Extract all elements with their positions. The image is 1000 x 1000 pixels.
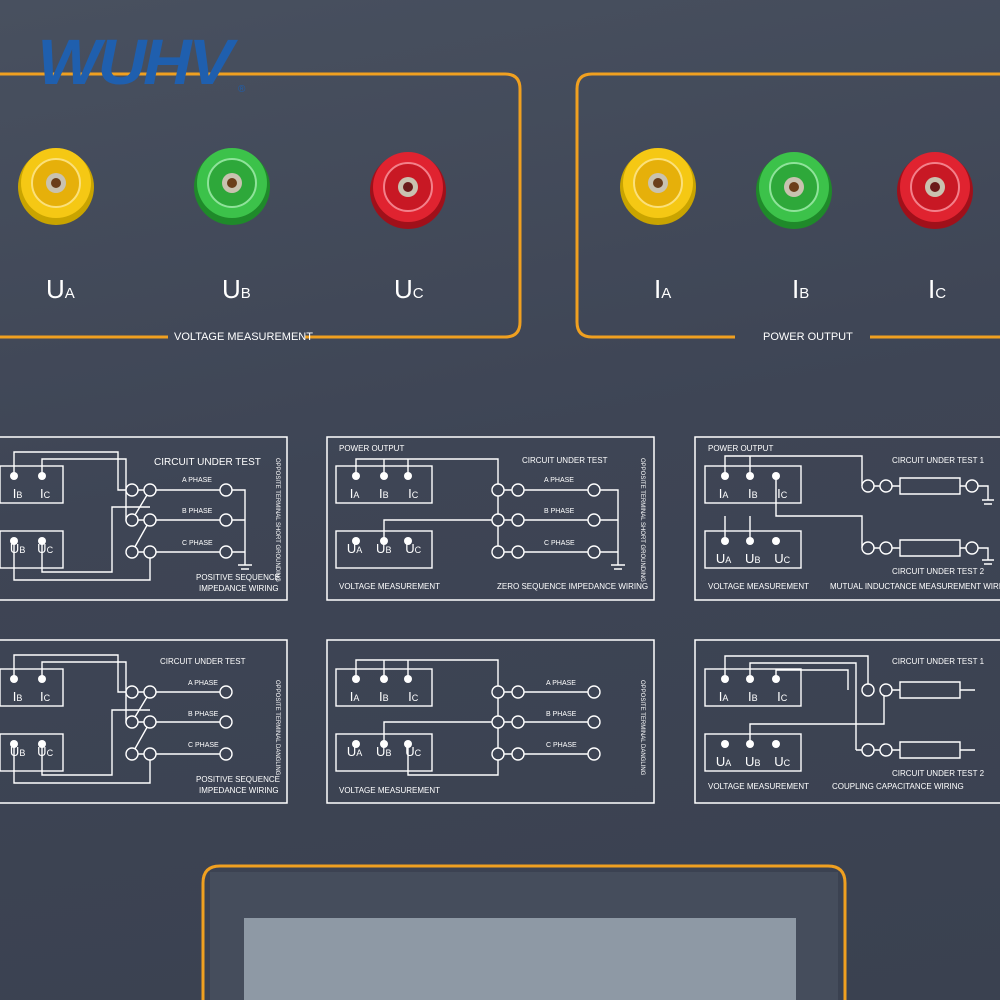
d6-title-2: CIRCUIT UNDER TEST 2 <box>892 769 985 778</box>
display-frame <box>201 864 847 1000</box>
d2-caption-right: ZERO SEQUENCE IMPEDANCE WIRING <box>497 582 649 591</box>
d1-c-phase: C PHASE <box>182 540 213 547</box>
diagram-2-wiring <box>335 458 625 570</box>
d5-voltage-box: UA UB UC <box>346 744 422 759</box>
label-uc: UC <box>394 274 424 304</box>
lcd-screen <box>244 918 796 1000</box>
d3-caption-right: MUTUAL INDUCTANCE MEASUREMENT WIRING <box>830 582 1000 591</box>
d4-current-box: IB IC <box>12 689 51 704</box>
d2-vertical-note: OPPOSITE TERMINAL SHORT GROUNDING <box>639 458 645 582</box>
label-ib: IB <box>792 274 810 304</box>
d6-caption-left: VOLTAGE MEASUREMENT <box>708 782 810 791</box>
d3-title-2: CIRCUIT UNDER TEST 2 <box>892 567 985 576</box>
d2-current-box: IA IB IC <box>349 486 419 501</box>
d2-header: POWER OUTPUT <box>339 444 405 453</box>
brand-logo: WUHV <box>37 26 233 98</box>
d1-caption-1: POSITIVE SEQUENCE <box>196 573 281 582</box>
d5-caption-left: VOLTAGE MEASUREMENT <box>339 786 441 795</box>
diagram-3-frame <box>694 436 1000 601</box>
d6-caption-right: COUPLING CAPACITANCE WIRING <box>832 782 964 791</box>
terminal-ub[interactable] <box>194 148 270 225</box>
voltage-measurement-caption: VOLTAGE MEASUREMENT <box>174 331 313 343</box>
label-ub: UB <box>222 274 251 304</box>
d2-a-phase: A PHASE <box>544 477 574 484</box>
d6-current-box: IA IB IC <box>718 689 788 704</box>
d6-title-1: CIRCUIT UNDER TEST 1 <box>892 657 985 666</box>
diagram-4-frame <box>0 639 288 804</box>
d4-caption-2: IMPEDANCE WIRING <box>199 786 279 795</box>
terminal-uc[interactable] <box>370 152 446 229</box>
voltage-frame <box>0 72 522 339</box>
d2-caption-left: VOLTAGE MEASUREMENT <box>339 582 441 591</box>
d3-header: POWER OUTPUT <box>708 444 774 453</box>
d5-current-box: IA IB IC <box>349 689 419 704</box>
diagram-2-frame <box>326 436 655 601</box>
d1-title: CIRCUIT UNDER TEST <box>154 457 261 468</box>
d2-title: CIRCUIT UNDER TEST <box>522 456 608 465</box>
registered-mark: ® <box>238 84 246 95</box>
d1-a-phase: A PHASE <box>182 477 212 484</box>
d4-vertical-note: OPPOSITE TERMINAL DANGLING <box>274 680 280 776</box>
d6-voltage-box: UA UB UC <box>715 754 791 769</box>
diagram-1-frame <box>0 436 288 601</box>
power-frame <box>575 72 1000 339</box>
d2-b-phase: B PHASE <box>544 508 575 515</box>
label-ia: IA <box>654 274 672 304</box>
diagram-1-nodes <box>125 483 233 559</box>
diagram-5-frame <box>326 639 655 804</box>
diagram-6-wiring <box>704 655 975 772</box>
power-output-caption: POWER OUTPUT <box>763 331 853 343</box>
d5-b-phase: B PHASE <box>546 711 577 718</box>
d3-current-box: IA IB IC <box>718 486 788 501</box>
d4-caption-1: POSITIVE SEQUENCE <box>196 775 281 784</box>
d3-voltage-box: UA UB UC <box>715 551 791 566</box>
d5-a-phase: A PHASE <box>546 680 576 687</box>
d4-c-phase: C PHASE <box>188 742 219 749</box>
terminal-ua[interactable] <box>18 148 94 225</box>
diagram-6-frame <box>694 639 1000 804</box>
d5-vertical-note: OPPOSITE TERMINAL DANGLING <box>639 680 645 776</box>
d4-title: CIRCUIT UNDER TEST <box>160 657 246 666</box>
terminal-ia[interactable] <box>620 148 696 225</box>
d4-voltage-box: UB UC <box>9 744 54 759</box>
label-ua: UA <box>46 274 75 304</box>
d5-c-phase: C PHASE <box>546 742 577 749</box>
d4-b-phase: B PHASE <box>188 711 219 718</box>
d1-current-box: IB IC <box>12 486 51 501</box>
d3-caption-left: VOLTAGE MEASUREMENT <box>708 582 810 591</box>
d3-title-1: CIRCUIT UNDER TEST 1 <box>892 456 985 465</box>
d1-vertical-note: OPPOSITE TERMINAL SHORT GROUNDING <box>274 458 280 582</box>
d1-voltage-box: UB UC <box>9 541 54 556</box>
d4-a-phase: A PHASE <box>188 680 218 687</box>
d1-b-phase: B PHASE <box>182 508 213 515</box>
terminal-ic[interactable] <box>897 152 973 229</box>
d2-c-phase: C PHASE <box>544 540 575 547</box>
terminal-ib[interactable] <box>756 152 832 229</box>
d2-voltage-box: UA UB UC <box>346 541 422 556</box>
label-ic: IC <box>928 274 947 304</box>
d1-caption-2: IMPEDANCE WIRING <box>199 584 279 593</box>
